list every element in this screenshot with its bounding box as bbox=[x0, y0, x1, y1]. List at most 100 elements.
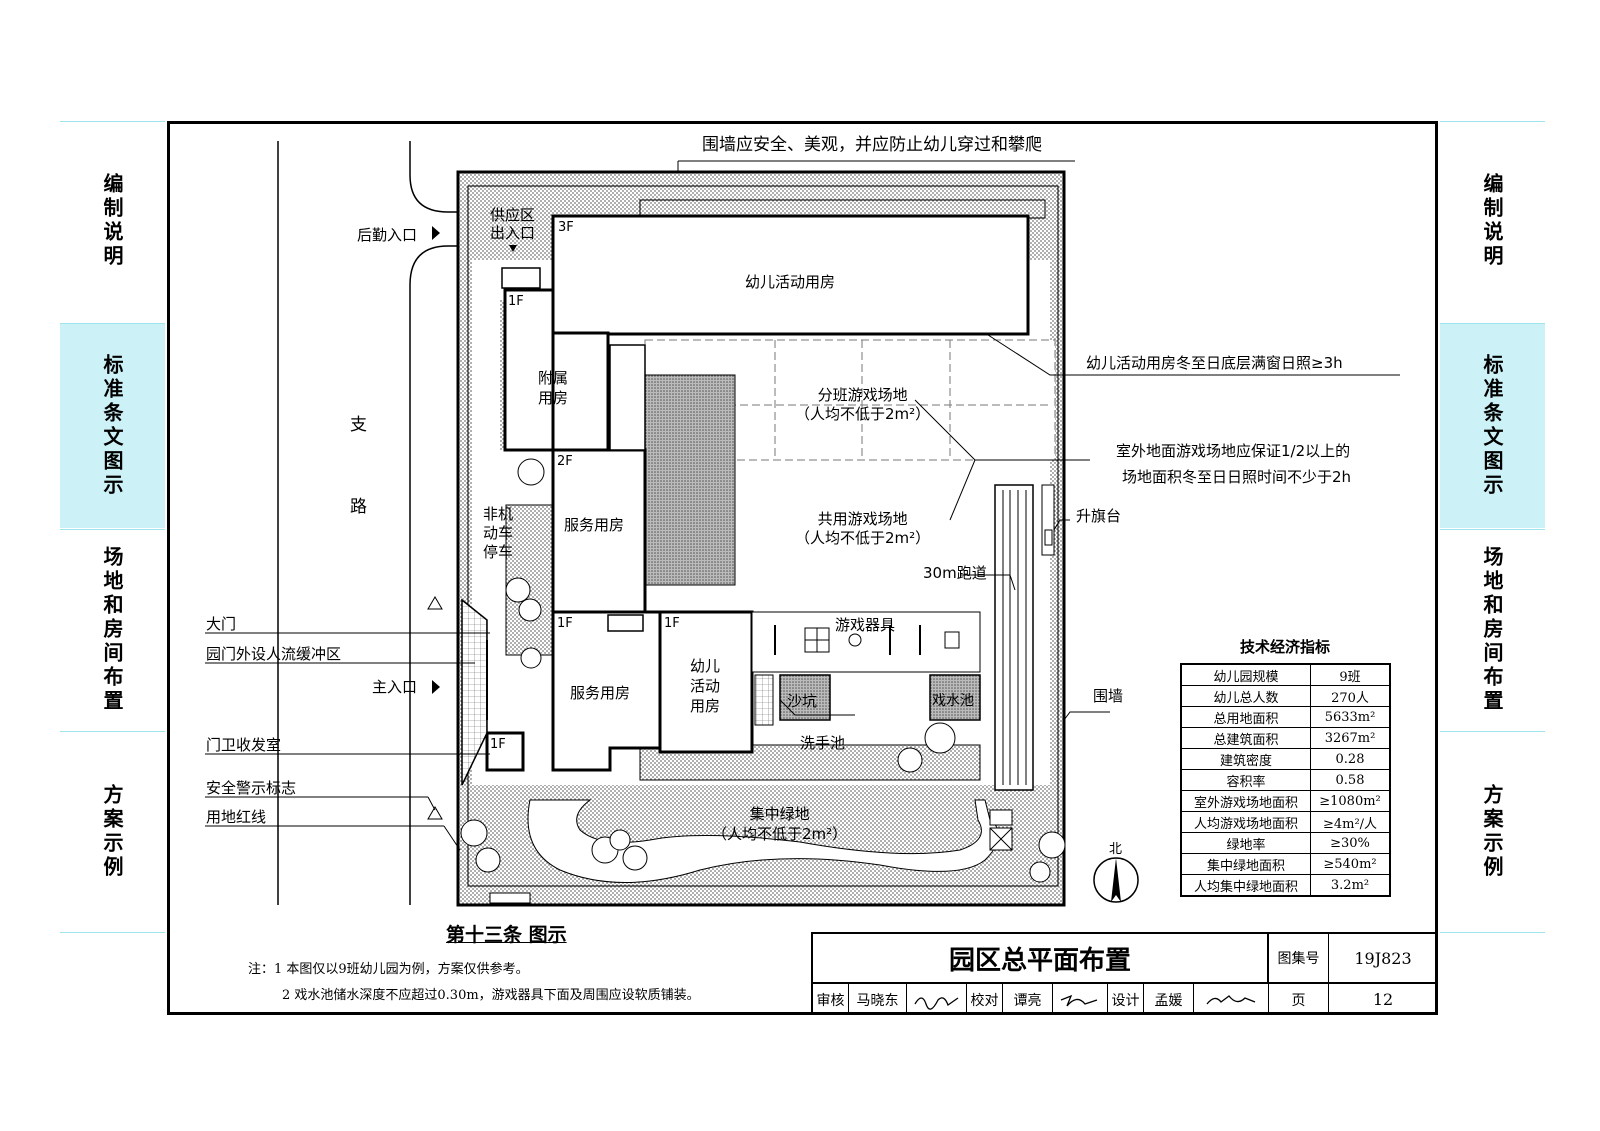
north-label: 北 bbox=[1109, 842, 1123, 857]
bike-parking-label: 非机动车停车 bbox=[483, 505, 514, 561]
tab-divider bbox=[1440, 121, 1545, 122]
floor-label: 3F bbox=[558, 220, 574, 235]
figure-title: 第十三条 图示 bbox=[446, 924, 567, 946]
reviewer-label: 审核 bbox=[813, 984, 849, 1015]
hand-basin bbox=[754, 674, 774, 726]
road-curb bbox=[409, 141, 460, 213]
activity-main-label: 幼儿活动用房 bbox=[745, 273, 836, 291]
trees bbox=[460, 458, 1066, 883]
tab-divider bbox=[60, 731, 165, 732]
building-annex bbox=[503, 288, 555, 452]
page-label: 页 bbox=[1269, 984, 1329, 1015]
entry-buffer bbox=[461, 598, 488, 786]
designer-name: 孟媛 bbox=[1144, 984, 1194, 1015]
service-lower-label: 服务用房 bbox=[570, 684, 631, 702]
side-tab-label: 标准条文图示 bbox=[1480, 353, 1504, 498]
designer-label: 设计 bbox=[1108, 984, 1144, 1015]
side-tab-left-4[interactable]: 方案示例 bbox=[60, 732, 165, 932]
paved-area bbox=[639, 374, 736, 586]
gate-label: 大门 bbox=[206, 615, 237, 633]
checker-label: 校对 bbox=[967, 984, 1003, 1015]
side-tab-right-3[interactable]: 场地和房间布置 bbox=[1440, 530, 1545, 730]
atlas-number: 19J823 bbox=[1329, 934, 1437, 984]
building-activity-main bbox=[551, 214, 1030, 336]
water-pool-label: 戏水池 bbox=[932, 693, 974, 709]
designer-signature bbox=[1194, 984, 1269, 1015]
outdoor-sun-callout: 场地面积冬至日日照时间不少于2h bbox=[1122, 468, 1352, 486]
road-curb bbox=[409, 245, 460, 905]
title-block: 园区总平面布置 图集号 19J823 审核 马晓东 校对 谭亮 设计 孟媛 页 … bbox=[811, 932, 1437, 1015]
checker-name: 谭亮 bbox=[1003, 984, 1053, 1015]
side-tab-right-4[interactable]: 方案示例 bbox=[1440, 732, 1545, 932]
table-row: 绿地率≥30% bbox=[1180, 832, 1391, 854]
road-label: 路 bbox=[350, 497, 367, 517]
track-label: 30m跑道 bbox=[923, 564, 987, 582]
indicators-title: 技术经济指标 bbox=[1239, 638, 1330, 656]
note-1: 注：1 本图仅以9班幼儿园为例，方案仅供参考。 bbox=[248, 962, 529, 977]
redline-label: 用地红线 bbox=[206, 808, 267, 826]
page-number: 12 bbox=[1372, 990, 1394, 1009]
outdoor-sun-callout: 室外地面游戏场地应保证1/2以上的 bbox=[1116, 442, 1351, 460]
reviewer-signature bbox=[907, 984, 967, 1015]
warning-sign-icon bbox=[427, 806, 443, 820]
equipment-zone bbox=[751, 611, 981, 673]
guard-label: 门卫收发室 bbox=[206, 736, 282, 754]
floor-label: 2F bbox=[557, 454, 573, 469]
flagpole-callout: 升旗台 bbox=[1076, 507, 1122, 525]
side-tab-label: 编制说明 bbox=[1480, 173, 1504, 269]
tab-divider bbox=[1440, 731, 1545, 732]
warning-sign-icon bbox=[427, 596, 443, 610]
tab-divider bbox=[60, 932, 165, 933]
green-label: 集中绿地（人均不低于2m²） bbox=[712, 805, 848, 843]
site-redline bbox=[457, 171, 1065, 906]
side-tab-label: 方案示例 bbox=[1480, 784, 1504, 880]
building-service-upper bbox=[551, 448, 647, 614]
sandpit-label: 沙坑 bbox=[787, 692, 818, 710]
logistics-entry-label: 后勤入口 bbox=[357, 226, 418, 244]
note-2: 2 戏水池储水深度不应超过0.30m，游戏器具下面及周围应设软质铺装。 bbox=[282, 988, 700, 1003]
atlas-label: 图集号 bbox=[1269, 934, 1329, 984]
side-tab-label: 场地和房间布置 bbox=[1480, 546, 1504, 714]
tab-divider bbox=[60, 323, 165, 324]
side-tab-label: 场地和房间布置 bbox=[100, 546, 124, 714]
activity-small-label: 幼儿活动用房 bbox=[690, 657, 721, 715]
floor-label: 1F bbox=[490, 737, 506, 752]
table-row: 集中绿地面积≥540m² bbox=[1180, 853, 1391, 875]
inner-path bbox=[467, 185, 1059, 887]
checker-signature bbox=[1053, 984, 1108, 1015]
floor-label: 1F bbox=[557, 616, 573, 631]
table-row: 室外游戏场地面积≥1080m² bbox=[1180, 790, 1391, 812]
equipment-label: 游戏器具 bbox=[835, 616, 896, 634]
side-tab-left-1[interactable]: 编制说明 bbox=[60, 121, 165, 321]
shared-play-label: 共用游戏场地（人均不低于2m²） bbox=[795, 510, 931, 547]
side-tab-right-2[interactable]: 标准条文图示 bbox=[1440, 323, 1545, 528]
arrow-down-icon bbox=[509, 245, 517, 252]
supply-entry-label: 供应区出入口 bbox=[490, 206, 536, 242]
arrow-right-icon bbox=[432, 680, 440, 694]
sheet-title: 园区总平面布置 bbox=[813, 934, 1269, 984]
class-play-label: 分班游戏场地（人均不低于2m²） bbox=[795, 386, 931, 423]
tab-divider bbox=[1440, 323, 1545, 324]
side-tab-left-3[interactable]: 场地和房间布置 bbox=[60, 530, 165, 730]
guard-house bbox=[485, 731, 525, 772]
sunlight-callout: 幼儿活动用房冬至日底层满窗日照≥3h bbox=[1086, 354, 1343, 372]
side-tab-left-2[interactable]: 标准条文图示 bbox=[60, 323, 165, 528]
tab-divider bbox=[60, 529, 165, 530]
tab-divider bbox=[1440, 932, 1545, 933]
reviewer-name: 马晓东 bbox=[849, 984, 907, 1015]
main-entry-label: 主入口 bbox=[372, 678, 418, 696]
road-label: 支 bbox=[350, 415, 367, 435]
side-tab-right-1[interactable]: 编制说明 bbox=[1440, 121, 1545, 321]
running-track bbox=[994, 484, 1034, 791]
fence-note: 围墙应安全、美观，并应防止幼儿穿过和攀爬 bbox=[702, 135, 1042, 155]
table-row: 人均游戏场地面积≥4m²/人 bbox=[1180, 811, 1391, 833]
annex-label: 附属用房 bbox=[538, 369, 569, 407]
tab-divider bbox=[1440, 529, 1545, 530]
